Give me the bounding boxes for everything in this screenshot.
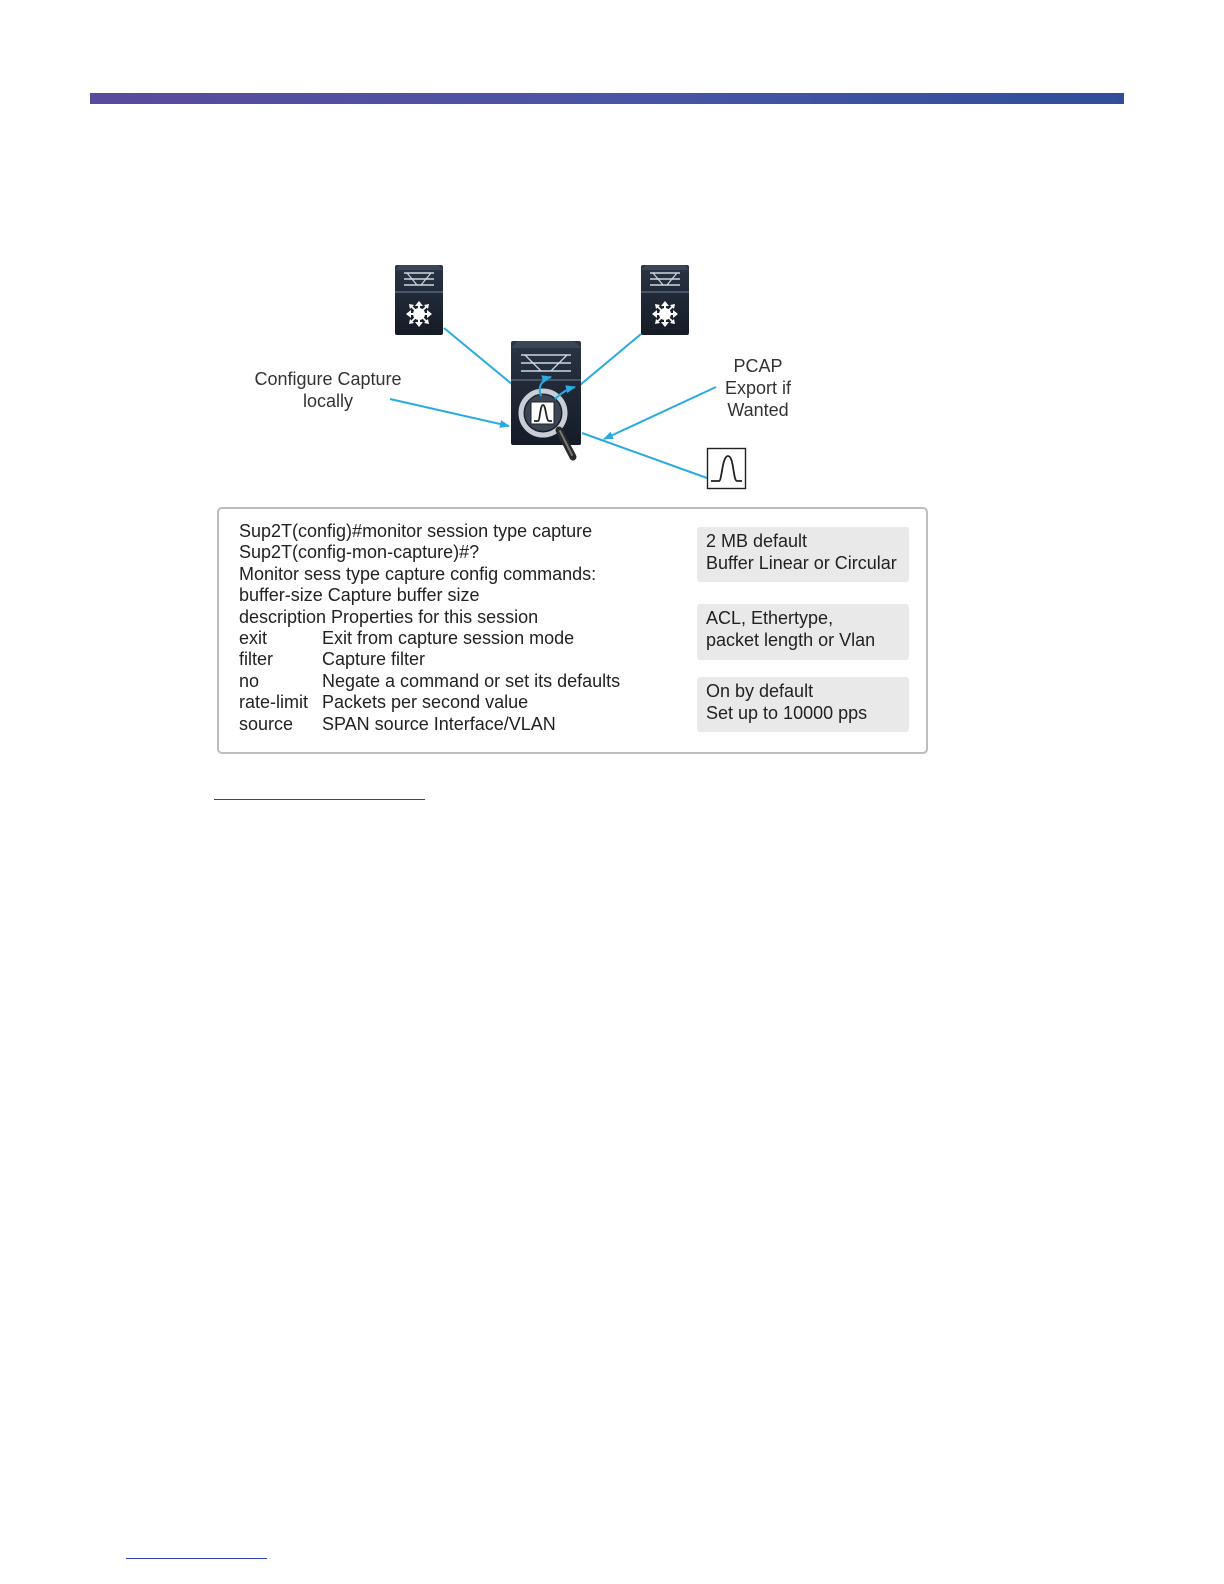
note-line: Buffer Linear or Circular bbox=[706, 552, 897, 573]
cli-line: no Negate a command or set its defaults bbox=[239, 671, 620, 692]
configure-capture-line: locally bbox=[302, 391, 354, 411]
cli-command: source bbox=[239, 713, 294, 734]
link-underline[interactable] bbox=[214, 799, 425, 800]
cli-description: Packets per second value bbox=[322, 692, 529, 713]
pcap-export-line: Export if bbox=[724, 378, 792, 398]
cli-line: exit Exit from capture session mode bbox=[239, 628, 620, 649]
cli-command: rate-limit bbox=[239, 692, 309, 713]
note-rate-limit: On by default Set up to 10000 pps bbox=[697, 677, 909, 732]
arrow-configure-capture bbox=[389, 398, 510, 428]
capture-magnifier-icon bbox=[511, 341, 581, 461]
cli-line: Sup2T(config-mon-capture)#? bbox=[239, 542, 480, 563]
pcap-export-label: PCAP Export if Wanted bbox=[712, 355, 804, 421]
header-banner-bar bbox=[90, 93, 1124, 104]
link-left-switch bbox=[443, 327, 514, 386]
note-line: ACL, Ethertype, bbox=[706, 608, 834, 628]
cli-description: Capture filter bbox=[322, 649, 426, 670]
cli-description: Negate a command or set its defaults bbox=[322, 670, 621, 691]
cli-command: exit bbox=[239, 627, 268, 648]
pcap-export-line: Wanted bbox=[727, 400, 789, 420]
note-buffer-default: 2 MB default Buffer Linear or Circular bbox=[697, 527, 909, 582]
note-line: On by default bbox=[706, 681, 814, 701]
cli-line: description Properties for this session bbox=[239, 606, 539, 627]
cli-output: Sup2T(config)#monitor session type captu… bbox=[239, 521, 620, 735]
note-filter-options: ACL, Ethertype, packet length or Vlan bbox=[697, 604, 909, 660]
cli-command: filter bbox=[239, 649, 274, 670]
cli-line: rate-limit Packets per second value bbox=[239, 692, 620, 713]
cli-line: filter Capture filter bbox=[239, 649, 620, 670]
note-line: 2 MB default bbox=[706, 531, 808, 551]
cli-line: Monitor sess type capture config command… bbox=[239, 563, 597, 584]
footer-underline bbox=[126, 1558, 267, 1559]
configure-capture-line: Configure Capture bbox=[254, 369, 402, 389]
pcap-export-line: PCAP bbox=[733, 356, 783, 376]
cli-line: source SPAN source Interface/VLAN bbox=[239, 714, 620, 735]
cli-command: no bbox=[239, 670, 260, 691]
link-pcap bbox=[581, 432, 708, 479]
note-line: Set up to 10000 pps bbox=[706, 702, 868, 723]
configure-capture-label: Configure Capture locally bbox=[246, 368, 410, 412]
switch-icon bbox=[641, 265, 689, 335]
cli-line: Sup2T(config)#monitor session type captu… bbox=[239, 521, 593, 541]
cli-description: SPAN source Interface/VLAN bbox=[322, 713, 556, 734]
pcap-waveform-icon bbox=[706, 447, 747, 490]
cli-description: Exit from capture session mode bbox=[322, 627, 575, 648]
cli-line: buffer-size Capture buffer size bbox=[239, 585, 480, 606]
arrow-pcap-export bbox=[603, 386, 717, 440]
link-right-switch bbox=[579, 333, 642, 386]
note-line: packet length or Vlan bbox=[706, 629, 876, 650]
switch-icon bbox=[395, 265, 443, 335]
